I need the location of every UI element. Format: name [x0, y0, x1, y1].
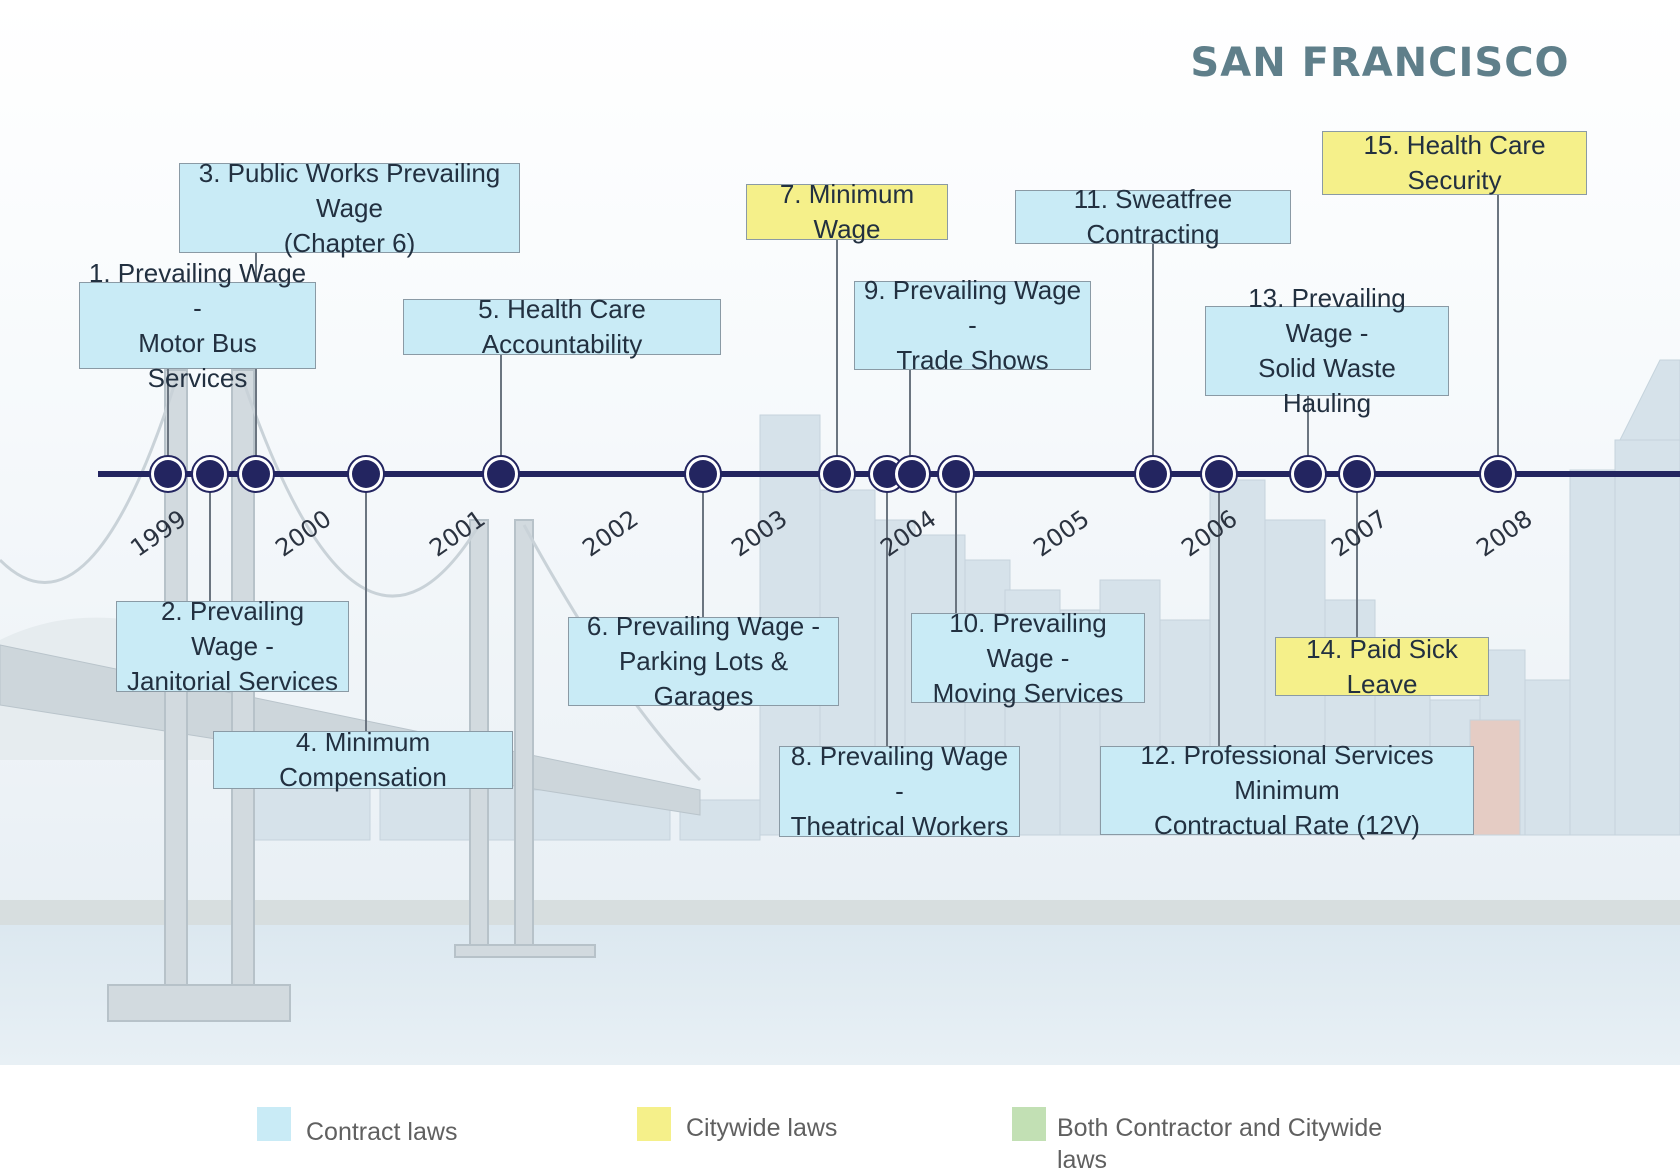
- law-box-8: 8. Prevailing Wage - Theatrical Workers: [779, 741, 1020, 841]
- timeline-node-6: [689, 460, 717, 488]
- year-label-2003: 2003: [726, 504, 792, 562]
- page-title: SAN FRANCISCO: [1190, 40, 1570, 86]
- legend-swatch-citywide: [637, 1107, 671, 1141]
- law-box-14: 14. Paid Sick Leave: [1275, 634, 1489, 699]
- year-label-2005: 2005: [1028, 504, 1094, 562]
- year-label-2001: 2001: [424, 504, 490, 562]
- timeline-node-8: [873, 460, 901, 488]
- law-box-1: 1. Prevailing Wage - Motor Bus Services: [79, 258, 316, 393]
- legend-label-citywide: Citywide laws: [686, 1114, 838, 1142]
- law-box-6: 6. Prevailing Wage - Parking Lots & Gara…: [568, 611, 839, 711]
- timeline-node-2: [196, 460, 224, 488]
- legend-swatch-contract: [257, 1107, 291, 1141]
- year-label-2000: 2000: [270, 504, 336, 562]
- legend: Contract laws Citywide laws Both Contrac…: [0, 1065, 1680, 1174]
- year-label-2004: 2004: [875, 504, 941, 562]
- law-box-7: 7. Minimum Wage: [746, 179, 948, 244]
- law-box-5: 5. Health Care Accountability: [403, 294, 721, 359]
- timeline-node-5: [487, 460, 515, 488]
- timeline-node-14: [1343, 460, 1371, 488]
- law-box-9: 9. Prevailing Wage - Trade Shows: [854, 275, 1091, 375]
- legend-swatch-both: [1012, 1107, 1046, 1141]
- year-label-2008: 2008: [1471, 504, 1537, 562]
- year-label-2002: 2002: [577, 504, 643, 562]
- timeline-node-7: [823, 460, 851, 488]
- year-label-2007: 2007: [1326, 504, 1392, 562]
- timeline-node-13: [1294, 460, 1322, 488]
- law-box-4: 4. Minimum Compensation: [213, 727, 513, 792]
- law-box-15: 15. Health Care Security: [1322, 130, 1587, 195]
- law-box-11: 11. Sweatfree Contracting: [1015, 184, 1291, 249]
- timeline-node-15: [1484, 460, 1512, 488]
- timeline-node-12: [1205, 460, 1233, 488]
- law-box-13: 13. Prevailing Wage - Solid Waste Haulin…: [1205, 283, 1449, 418]
- law-box-10: 10. Prevailing Wage - Moving Services: [911, 608, 1145, 708]
- law-box-12: 12. Professional Services Minimum Contra…: [1100, 740, 1474, 840]
- timeline-node-10: [942, 460, 970, 488]
- timeline-node-1: [154, 460, 182, 488]
- law-box-2: 2. Prevailing Wage - Janitorial Services: [116, 596, 349, 696]
- law-box-3: 3. Public Works Prevailing Wage (Chapter…: [179, 158, 520, 258]
- legend-label-both: Both Contractor and Citywide laws: [1057, 1114, 1383, 1174]
- year-label-2006: 2006: [1176, 504, 1242, 562]
- year-label-1999: 1999: [125, 504, 191, 562]
- legend-label-contract: Contract laws: [306, 1118, 458, 1146]
- timeline-node-3: [242, 460, 270, 488]
- timeline-node-11: [1139, 460, 1167, 488]
- timeline-node-9: [898, 460, 926, 488]
- timeline-node-4: [352, 460, 380, 488]
